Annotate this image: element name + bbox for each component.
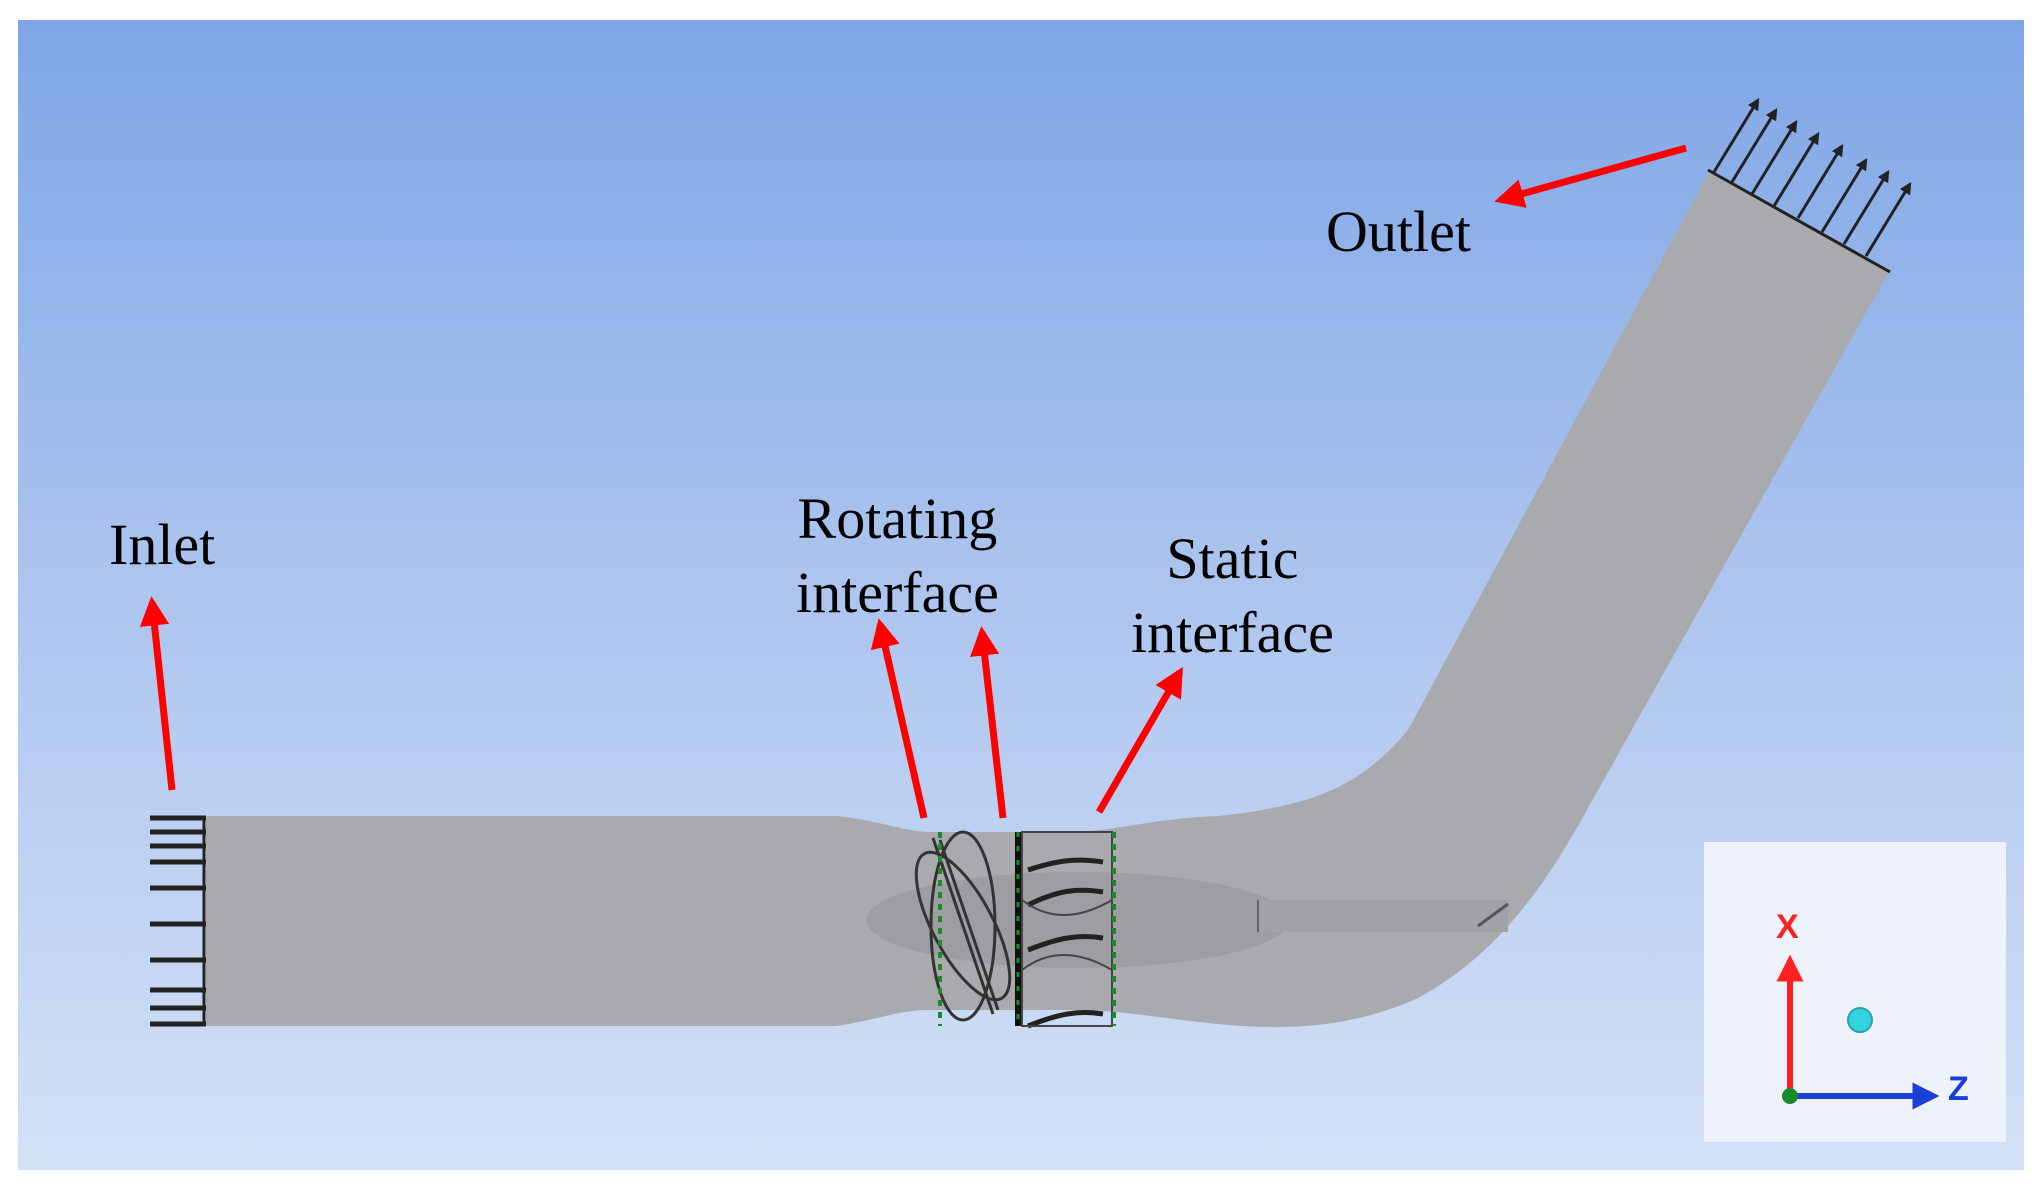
static-label-line1: Static	[1166, 526, 1299, 591]
hub-tail	[1258, 900, 1508, 932]
outlet-arrows	[1707, 97, 1912, 274]
inlet-label: Inlet	[109, 512, 216, 577]
rotating-label-line2: interface	[796, 560, 999, 625]
interface-lines	[938, 832, 1116, 1026]
arrow-rotating-1	[870, 618, 928, 819]
duct-body	[206, 170, 1890, 1028]
outlet-label: Outlet	[1326, 199, 1471, 264]
pipe-geometry	[139, 97, 1912, 1029]
arrow-rotating-2	[970, 626, 1007, 819]
arrow-static	[1095, 666, 1184, 814]
arrow-outlet	[1494, 144, 1687, 208]
view-point-sphere	[1847, 1007, 1873, 1033]
z-axis-label: Z	[1948, 1070, 1969, 1108]
stator-blades	[1026, 857, 1104, 1029]
x-axis-label: X	[1776, 908, 1799, 946]
static-interface-label: Static interface	[1131, 522, 1334, 670]
annotation-arrows	[139, 144, 1687, 819]
axis-triad: X Z	[1704, 842, 2006, 1142]
rotating-label-line1: Rotating	[797, 486, 998, 551]
arrow-inlet	[139, 596, 176, 791]
hub-ellipse	[866, 872, 1290, 968]
rotating-interface-label: Rotating interface	[796, 482, 999, 630]
geometry-viewport: Outlet Inlet Rotating interface Static i…	[18, 20, 2024, 1170]
static-label-line2: interface	[1131, 600, 1334, 665]
inlet-arrows	[150, 815, 206, 1027]
y-axis-origin-dot	[1782, 1088, 1798, 1104]
rotor-blades	[914, 830, 1012, 1022]
